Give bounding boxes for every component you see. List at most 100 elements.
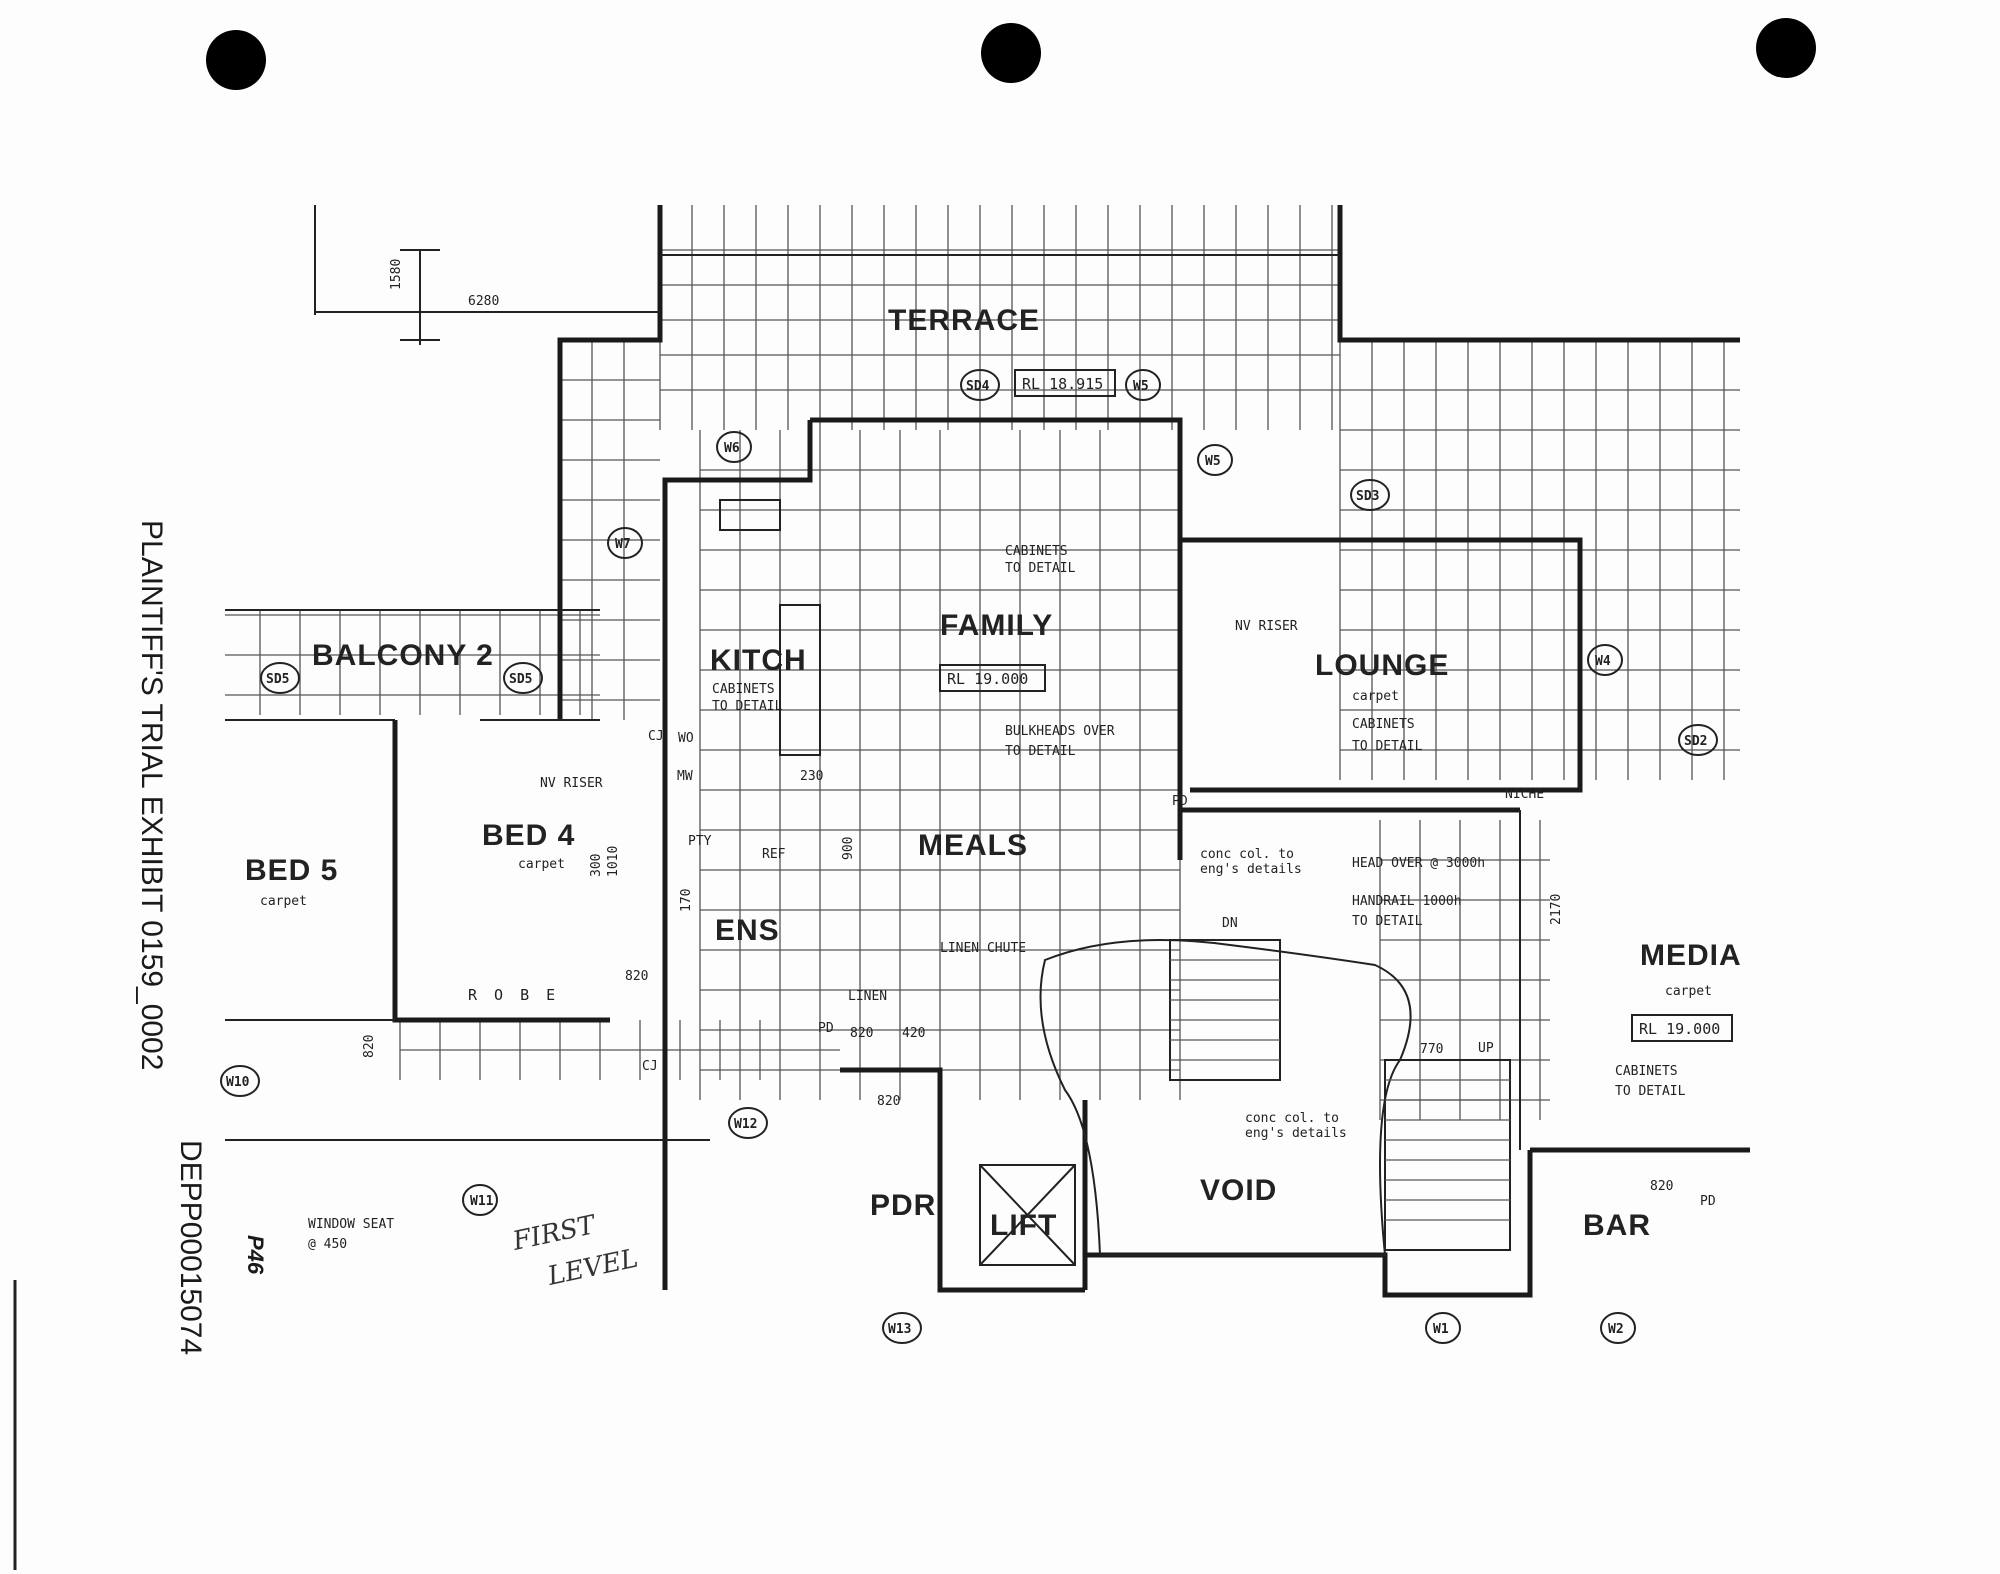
kitchen-cabinets-note-1: CABINETS (712, 682, 775, 697)
void-stair (979, 939, 1511, 1266)
dim-420: 420 (902, 1026, 925, 1041)
tag-w12: W12 (734, 1117, 757, 1132)
tag-sd3: SD3 (1356, 489, 1379, 504)
dim-820-bed: 820 (362, 1035, 377, 1058)
bulkheads-note-1: BULKHEADS OVER (1005, 724, 1115, 739)
dimension-lines (314, 205, 660, 345)
dim-1010: 1010 (606, 846, 621, 877)
kitchen-sink (719, 499, 781, 531)
tag-w1: W1 (1433, 1322, 1449, 1337)
bed4-floor: carpet (518, 857, 565, 872)
window-seat-note-1: WINDOW SEAT (308, 1217, 394, 1232)
cj-label-1: CJ (648, 729, 664, 744)
tag-sd5a: SD5 (266, 672, 289, 687)
lounge-floor: carpet (1352, 689, 1399, 704)
niche-label: NICHE (1505, 787, 1544, 802)
dim-1580: 1580 (389, 259, 404, 290)
dim-6280: 6280 (468, 294, 499, 309)
window-seat-note-2: @ 450 (308, 1237, 347, 1252)
walls (225, 205, 1750, 1298)
room-bar: BAR (1583, 1209, 1651, 1242)
room-balcony: BALCONY 2 (312, 639, 494, 672)
room-powder: PDR (870, 1189, 936, 1222)
room-meals: MEALS (918, 829, 1028, 862)
media-rl: RL 19.000 (1639, 1020, 1720, 1038)
stair-down-label: DN (1222, 916, 1238, 931)
dim-820-bar: 820 (1650, 1179, 1673, 1194)
tag-sd4: SD4 (966, 379, 990, 394)
room-bed4: BED 4 (482, 819, 575, 852)
pd-label-2: PD (1172, 794, 1188, 809)
handrail-note-2: TO DETAIL (1352, 914, 1423, 929)
dim-820-pdr: 820 (877, 1094, 900, 1109)
punch-hole-right (1756, 18, 1816, 78)
pantry-label: PTY (688, 834, 712, 849)
tag-w11: W11 (470, 1194, 494, 1209)
family-cabinets-note-2: TO DETAIL (1005, 561, 1076, 576)
linen-chute-note: LINEN CHUTE (940, 941, 1026, 956)
lounge-cabinets-note-2: TO DETAIL (1352, 739, 1423, 754)
punch-hole-left (206, 30, 266, 90)
terrace-grid (225, 205, 1740, 1120)
room-void: VOID (1200, 1174, 1277, 1207)
tag-sd5b: SD5 (509, 672, 532, 687)
tag-w6: W6 (724, 441, 740, 456)
tag-w5b: W5 (1205, 454, 1221, 469)
lounge-cabinets-note-1: CABINETS (1352, 717, 1415, 732)
tag-w2: W2 (1608, 1322, 1624, 1337)
room-ensuite: ENS (715, 914, 780, 947)
exhibit-label: PLAINTIFF'S TRIAL EXHIBIT 0159_0002 (135, 520, 168, 1071)
punch-hole-center (981, 23, 1041, 83)
head-over-note: HEAD OVER @ 3000h (1352, 856, 1485, 871)
terrace-rl: RL 18.915 (1022, 375, 1103, 393)
handwritten-level: LEVEL (544, 1244, 641, 1293)
conc-col-lower-2: eng's details (1245, 1126, 1347, 1141)
dim-820-pd: 820 (850, 1026, 873, 1041)
lift-box (979, 1164, 1076, 1266)
page-ref: P46 (243, 1235, 268, 1275)
nv-riser-lounge: NV RISER (1235, 619, 1298, 634)
dim-900: 900 (841, 837, 856, 860)
dim-820-ens: 820 (625, 969, 648, 984)
microwave-label: MW (677, 769, 693, 784)
dim-170: 170 (679, 889, 694, 912)
bates-number: DEPP00015074 (174, 1140, 207, 1356)
window-tags: SD4 W5 W5 W6 W7 SD3 W4 SD2 SD5 SD5 W10 W… (220, 369, 1718, 1344)
conc-col-lower-1: conc col. to (1245, 1111, 1339, 1126)
room-lift: LIFT (990, 1209, 1057, 1242)
room-kitchen: KITCH (710, 644, 807, 677)
dim-230: 230 (800, 769, 823, 784)
family-rl: RL 19.000 (947, 670, 1028, 688)
tag-w5a: W5 (1133, 379, 1149, 394)
fridge-label: REF (762, 847, 786, 862)
media-cabinets-note-1: CABINETS (1615, 1064, 1678, 1079)
tag-w10: W10 (226, 1075, 250, 1090)
family-cabinets-note-1: CABINETS (1005, 544, 1068, 559)
conc-col-upper-2: eng's details (1200, 862, 1302, 877)
stair-up-label: UP (1478, 1041, 1494, 1056)
media-floor: carpet (1665, 984, 1712, 999)
handrail-note-1: HANDRAIL 1000h (1352, 894, 1462, 909)
pd-label-1: PD (818, 1021, 834, 1036)
linen-label: LINEN (848, 989, 887, 1004)
tag-sd2: SD2 (1684, 734, 1707, 749)
dim-2170: 2170 (1549, 894, 1564, 925)
bulkheads-note-2: TO DETAIL (1005, 744, 1076, 759)
conc-col-upper-1: conc col. to (1200, 847, 1294, 862)
nv-riser-bed4: NV RISER (540, 776, 603, 791)
pd-label-3: PD (1700, 1194, 1716, 1209)
tag-w7: W7 (615, 537, 631, 552)
kitchen-island (779, 604, 821, 756)
bed5-floor: carpet (260, 894, 307, 909)
tag-w4: W4 (1595, 654, 1611, 669)
cj-label-2: CJ (642, 1059, 658, 1074)
robe-label: R O B E (468, 986, 559, 1004)
room-lounge: LOUNGE (1315, 649, 1449, 682)
dim-770: 770 (1420, 1042, 1443, 1057)
room-bed5: BED 5 (245, 854, 338, 887)
room-media: MEDIA (1640, 939, 1742, 972)
tag-w13: W13 (888, 1322, 911, 1337)
wall-oven-label: WO (678, 731, 694, 746)
